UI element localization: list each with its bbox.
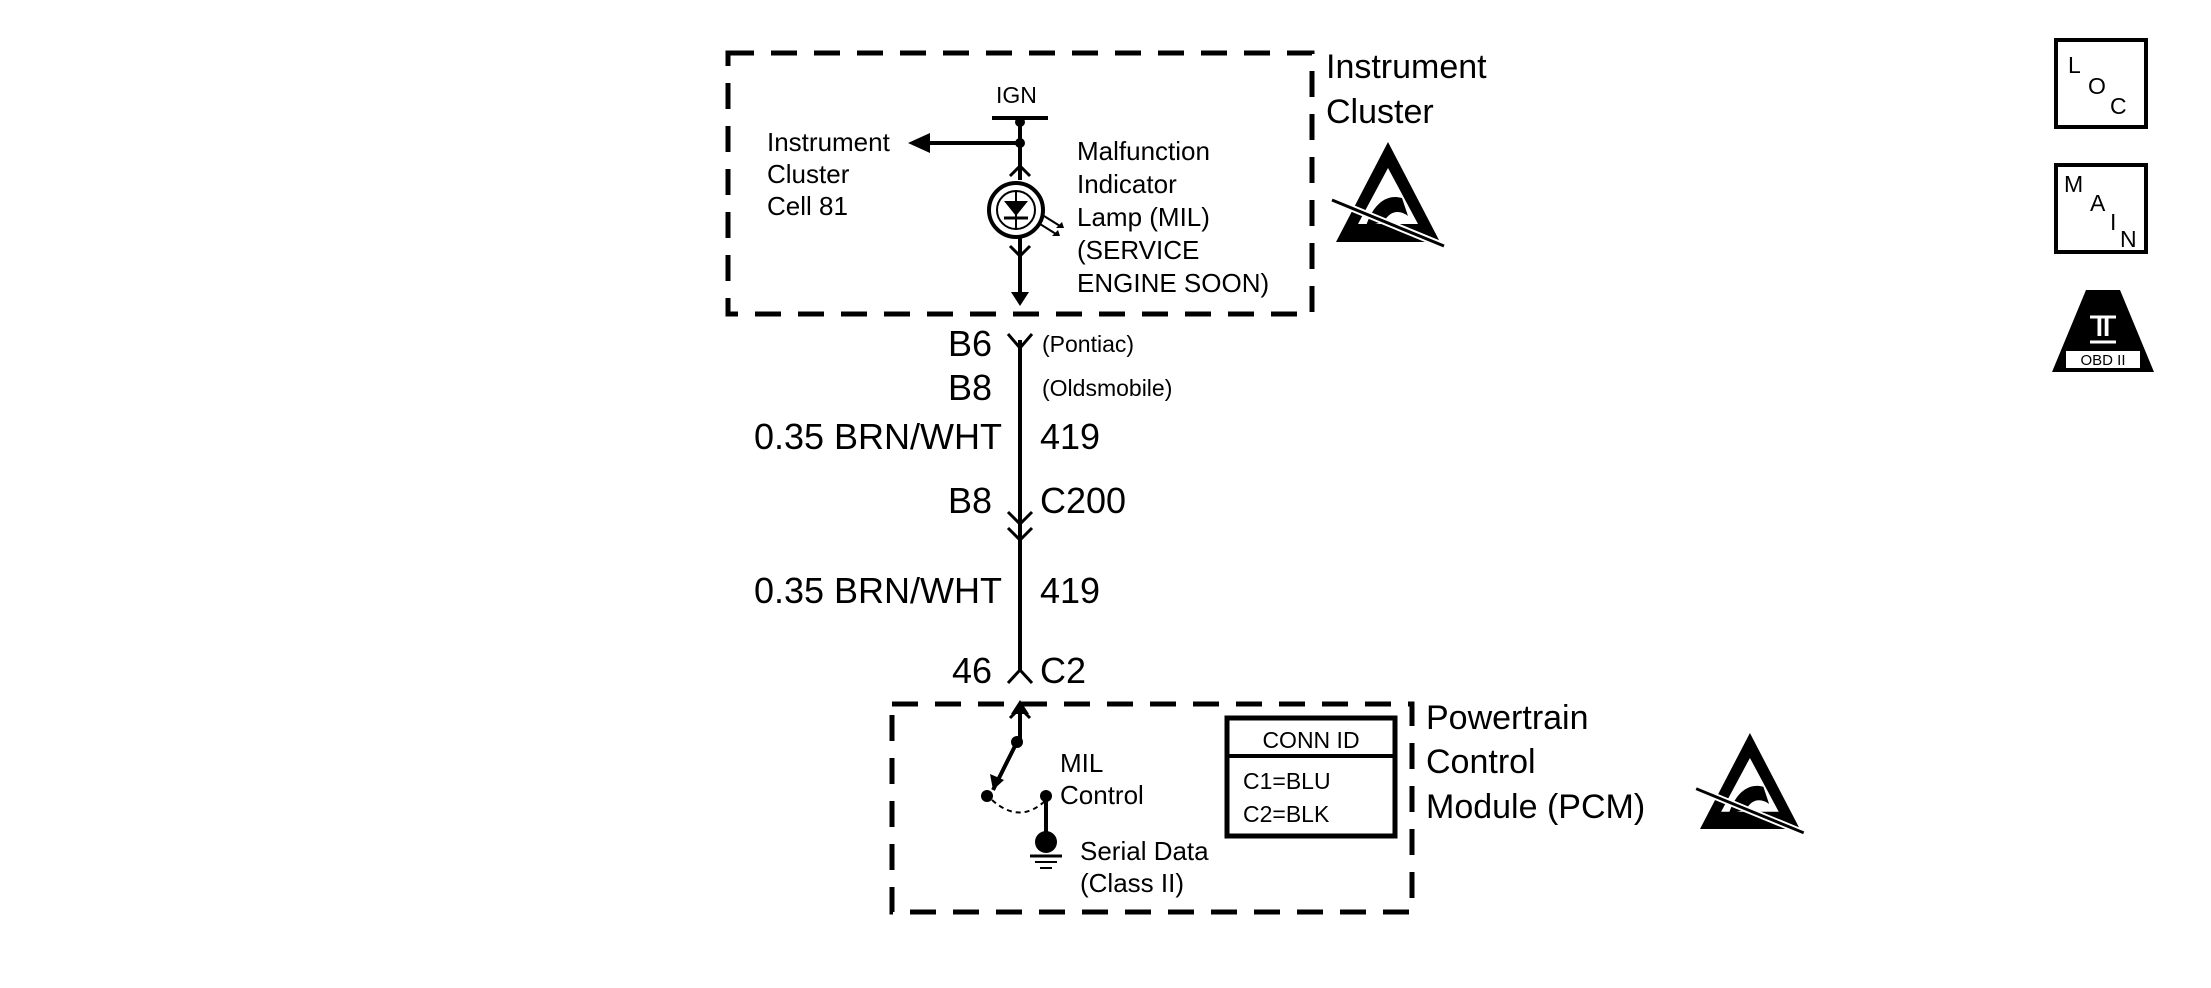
loc-icon: L O C [2054,38,2148,129]
c200-pin: B8 [948,480,992,521]
c200-name: C200 [1040,480,1126,521]
pcm-module: MIL Control Serial Data (Class II) CONN … [889,699,1804,915]
chevron-down-icon [1006,526,1034,543]
chevron-down-icon [1006,510,1034,527]
pcm-boundary [889,701,1415,915]
switch-linkage [991,799,1047,814]
instrument-cluster-module: Instrument Cluster IGN Instrument Cluste… [725,48,1487,317]
switch-pivot-dot [981,790,993,802]
pcm-title-line3: Module (PCM) [1426,788,1645,826]
svg-text:C: C [2110,93,2127,119]
pontiac-label: (Pontiac) [1042,331,1134,357]
serial-data-line2: (Class II) [1080,868,1184,898]
arrow-up-icon [1011,700,1029,714]
main-icon: M A I N [2054,163,2148,254]
lamp-label-line5: ENGINE SOON) [1077,268,1269,298]
obd-ii-icon: II OBD II [2052,290,2154,372]
svg-text:A: A [2090,190,2106,216]
chevron-up-icon [1008,163,1032,178]
cell-ref-line2: Cluster [767,159,850,189]
wire1-gauge-color: 0.35 BRN/WHT [754,416,1002,457]
instrument-cluster-title-line1: Instrument [1326,48,1487,86]
svg-text:I: I [2110,209,2116,235]
wire2-gauge-color: 0.35 BRN/WHT [754,570,1002,611]
wire1-circuit: 419 [1040,416,1100,457]
c2-pin: 46 [952,650,992,691]
conn-id-title: CONN ID [1262,727,1359,753]
pcm-title-line1: Powertrain [1426,699,1589,737]
arrow-down-icon [1011,292,1029,306]
instrument-cluster-title-line2: Cluster [1326,93,1434,131]
pin-pontiac: B6 [948,323,992,364]
mil-control-line2: Control [1060,780,1144,810]
lamp-label-line1: Malfunction [1077,136,1210,166]
svg-text:M: M [2064,171,2083,197]
connector-chevron-icon [1006,333,1034,351]
conn-id-c2: C2=BLK [1243,801,1330,827]
cell-ref-line1: Instrument [767,127,891,157]
instrument-cluster-boundary [725,50,1315,317]
lamp-label-line2: Indicator [1077,169,1177,199]
lamp-label-line3: Lamp (MIL) [1077,202,1210,232]
connector-c200: B8 C200 [948,480,1126,543]
chevron-down-icon [1008,244,1032,259]
esd-icon [1696,733,1804,833]
chevron-up-icon [1006,667,1034,685]
oldsmobile-label: (Oldsmobile) [1042,375,1172,401]
conn-id-c1: C1=BLU [1243,768,1331,794]
mil-lamp-icon [987,181,1064,239]
wire2-circuit: 419 [1040,570,1100,611]
arrow-left-icon [908,133,930,153]
pcm-title-line2: Control [1426,743,1536,781]
connector-c2: 46 C2 [952,650,1086,691]
svg-text:L: L [2068,52,2081,78]
ign-splice-dot [1015,117,1025,127]
svg-text:II: II [2096,312,2110,342]
ign-label: IGN [996,82,1037,108]
svg-text:OBD II: OBD II [2080,352,2125,369]
arrow-icon [990,774,1004,790]
serial-data-line1: Serial Data [1080,836,1209,866]
c2-name: C2 [1040,650,1086,691]
lamp-label-line4: (SERVICE [1077,235,1199,265]
svg-text:O: O [2088,73,2106,99]
esd-icon [1332,142,1444,246]
mil-control-line1: MIL [1060,748,1103,778]
conn-id-table: CONN ID C1=BLU C2=BLK [1224,715,1398,839]
cluster-connector: B6 (Pontiac) B8 (Oldsmobile) [948,323,1172,408]
cell-ref-line3: Cell 81 [767,191,848,221]
switch-contact-dot [1011,736,1023,748]
svg-text:N: N [2120,226,2137,252]
ground-icon [1030,831,1062,869]
pin-oldsmobile: B8 [948,367,992,408]
